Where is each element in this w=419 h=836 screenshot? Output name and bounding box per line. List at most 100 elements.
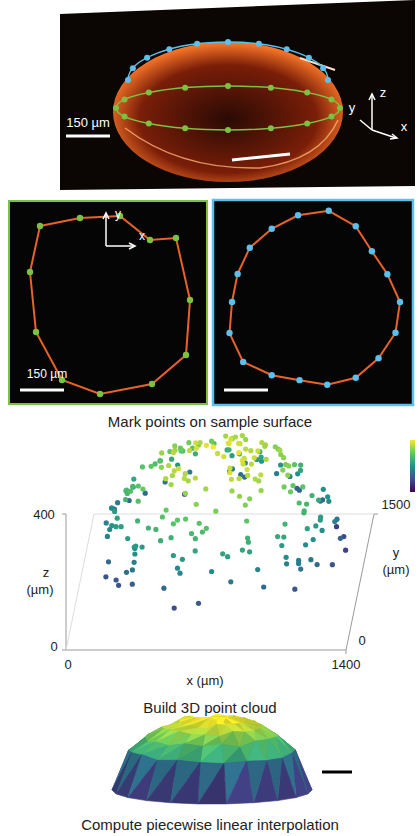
cloud-point bbox=[183, 471, 188, 476]
cloud-point bbox=[169, 457, 174, 462]
cloud-point bbox=[125, 536, 130, 541]
surface-facet bbox=[198, 764, 226, 804]
surface-mark bbox=[296, 377, 302, 383]
cloud-point bbox=[243, 503, 248, 508]
cloud-point bbox=[338, 536, 343, 541]
cloud-point bbox=[193, 536, 198, 541]
cloud-point bbox=[172, 606, 177, 611]
scale-bar bbox=[66, 135, 110, 138]
axis-label: z bbox=[43, 566, 50, 579]
surface-facet bbox=[226, 761, 253, 804]
axis-label: x (µm) bbox=[186, 674, 223, 687]
cloud-point bbox=[313, 523, 318, 528]
cloud-point bbox=[292, 587, 297, 592]
cloud-point bbox=[321, 487, 326, 492]
bright-streak bbox=[300, 58, 335, 70]
surface-mark bbox=[173, 235, 179, 241]
surface-mark bbox=[353, 223, 359, 229]
surface-marks bbox=[113, 39, 343, 133]
cloud-point bbox=[281, 534, 286, 539]
cloud-point bbox=[187, 448, 192, 453]
surface-mark bbox=[229, 299, 235, 305]
cloud-point bbox=[175, 518, 180, 523]
cloud-point bbox=[290, 483, 295, 488]
cloud-point bbox=[253, 477, 258, 482]
cloud-point bbox=[300, 484, 305, 489]
surface-mark bbox=[146, 89, 152, 95]
cloud-point bbox=[114, 577, 119, 582]
cloud-point bbox=[203, 486, 208, 491]
scale-label: 150 µm bbox=[27, 368, 67, 380]
cloud-point bbox=[248, 448, 253, 453]
cloud-point bbox=[334, 524, 339, 529]
surface-mark bbox=[304, 121, 310, 127]
axis-icon bbox=[360, 94, 397, 139]
surface-mark bbox=[194, 41, 200, 47]
cloud-point bbox=[171, 553, 176, 558]
cloud-point bbox=[282, 522, 287, 527]
cloud-point bbox=[298, 468, 303, 473]
cloud-point bbox=[204, 526, 209, 531]
axis-label: (µm) bbox=[383, 563, 410, 576]
cloud-point bbox=[103, 574, 108, 579]
cloud-point bbox=[237, 494, 242, 499]
cloud-point bbox=[153, 527, 158, 532]
cloud-point bbox=[149, 464, 154, 469]
cloud-point bbox=[215, 451, 220, 456]
cloud-point bbox=[229, 453, 234, 458]
cloud-point bbox=[130, 582, 135, 587]
surface-mark bbox=[183, 352, 189, 358]
cloud-point bbox=[136, 483, 141, 488]
surface-facet bbox=[191, 729, 207, 735]
cloud-point bbox=[288, 489, 293, 494]
cloud-point bbox=[171, 521, 176, 526]
cloud-point bbox=[196, 601, 201, 606]
surface-mark bbox=[268, 85, 274, 91]
cloud-point bbox=[193, 548, 198, 553]
cloud-point bbox=[255, 448, 260, 453]
cloud-point bbox=[159, 450, 164, 455]
axis-label: x bbox=[401, 120, 408, 133]
cloud-point bbox=[182, 476, 187, 481]
cloud-point bbox=[177, 571, 182, 576]
surface-facet bbox=[226, 718, 240, 724]
surface-mark bbox=[353, 375, 359, 381]
surface-mark bbox=[369, 248, 375, 254]
surface-facet bbox=[200, 744, 224, 763]
plot-axes bbox=[62, 514, 378, 654]
surface-mark bbox=[166, 46, 172, 52]
surface-mark bbox=[328, 97, 334, 103]
cloud-point bbox=[237, 476, 242, 481]
surface-mark bbox=[182, 125, 188, 131]
cloud-point bbox=[284, 561, 289, 566]
cloud-point bbox=[132, 551, 137, 556]
cloud-point bbox=[140, 487, 145, 492]
cloud-point bbox=[274, 471, 279, 476]
axis-label: 0 bbox=[50, 640, 57, 653]
cloud-point bbox=[320, 528, 325, 533]
surface-mark bbox=[397, 299, 403, 305]
cloud-point bbox=[278, 462, 283, 467]
cloud-point bbox=[233, 434, 238, 439]
cloud-point bbox=[330, 562, 335, 567]
cloud-point bbox=[164, 508, 169, 513]
cloud-point bbox=[146, 525, 151, 530]
cloud-point bbox=[133, 543, 138, 548]
cloud-point bbox=[298, 463, 303, 468]
point-cloud bbox=[103, 433, 348, 611]
surface-facet bbox=[171, 763, 201, 804]
cloud-point bbox=[305, 526, 310, 531]
scale-bar bbox=[20, 389, 64, 392]
surface-mark bbox=[337, 105, 343, 111]
cloud-point bbox=[135, 518, 140, 523]
cloud-point bbox=[309, 493, 314, 498]
cloud-point bbox=[240, 548, 245, 553]
cloud-point bbox=[183, 517, 188, 522]
interpolated-surface bbox=[112, 714, 312, 804]
cloud-point bbox=[106, 559, 111, 564]
surface-mark bbox=[234, 271, 240, 277]
cloud-point bbox=[245, 467, 250, 472]
cloud-point bbox=[226, 447, 231, 452]
surface-mark bbox=[304, 89, 310, 95]
cloud-point bbox=[176, 466, 181, 471]
